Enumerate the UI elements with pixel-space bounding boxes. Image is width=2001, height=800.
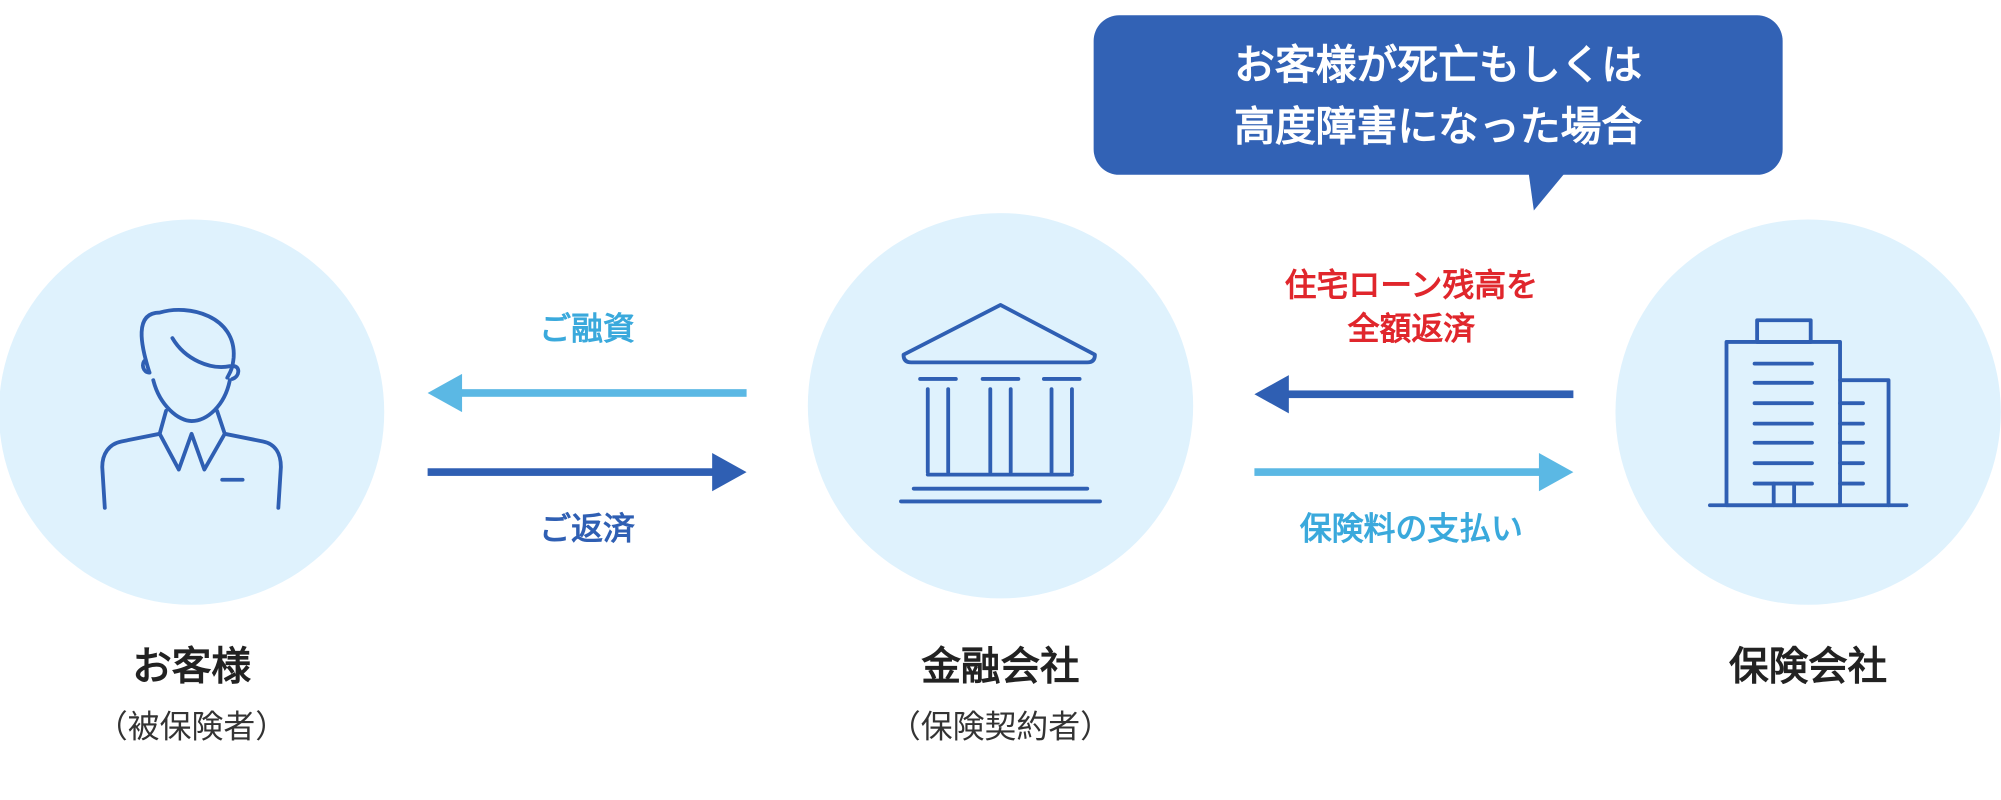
premium-arrow <box>1254 452 1574 492</box>
payoff-arrow <box>1254 375 1574 414</box>
condition-speech-bubble: お客様が死亡もしくは 高度障害になった場合 <box>1093 15 1783 211</box>
bubble-line-2: 高度障害になった場合 <box>1234 102 1642 150</box>
loan-label: ご融資 <box>539 309 635 347</box>
repayment-label: ご返済 <box>539 510 635 548</box>
customer-role: （被保険者） <box>96 707 287 745</box>
customer-name: お客様 <box>132 644 251 690</box>
insurer-name: 保険会社 <box>1729 644 1887 690</box>
payoff-label-line-1: 住宅ローン残高を <box>1285 266 1538 304</box>
bank-name: 金融会社 <box>920 644 1079 690</box>
loan-arrow <box>427 373 747 413</box>
bank-role: （保険契約者） <box>889 707 1112 745</box>
premium-label: 保険料の支払い <box>1300 510 1523 548</box>
repayment-arrow <box>427 452 747 492</box>
bank-icon <box>899 303 1102 504</box>
bubble-line-1: お客様が死亡もしくは <box>1234 41 1642 89</box>
customer-circle <box>0 219 385 605</box>
office-building-icon <box>1707 318 1909 508</box>
payoff-label-line-2: 全額返済 <box>1347 309 1476 347</box>
insurer-circle <box>1615 219 2001 605</box>
bank-circle <box>807 213 1194 599</box>
person-icon <box>100 308 283 510</box>
